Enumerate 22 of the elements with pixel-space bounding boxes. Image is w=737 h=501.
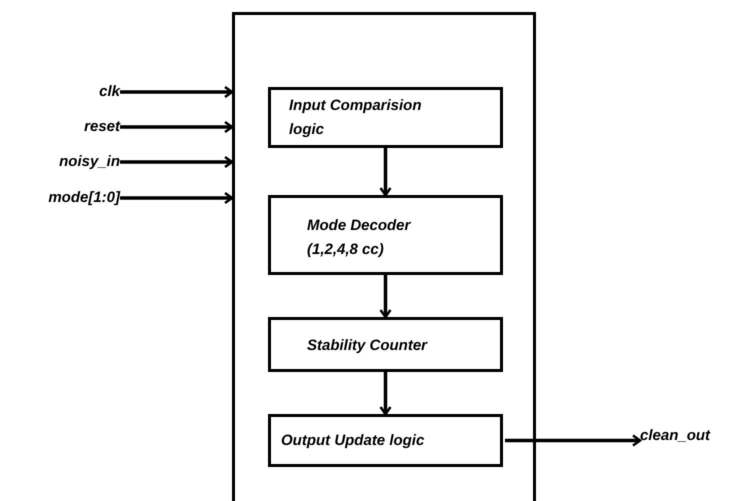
arrow [379, 275, 392, 318]
arrow [120, 156, 234, 168]
signal-label: noisy_in [58, 152, 120, 172]
process-box [268, 414, 503, 467]
signal-label: clean_out [640, 426, 712, 446]
arrow [120, 120, 234, 134]
arrow [379, 372, 392, 416]
process-box [268, 195, 503, 275]
block-label: Output Update logic [281, 431, 426, 451]
block-label: Stability Counter [307, 336, 429, 356]
block-label: Mode Decoder (1,2,4,8 cc) [307, 216, 412, 260]
arrow [505, 434, 642, 447]
process-box [268, 87, 503, 148]
process-box [268, 317, 503, 372]
signal-label: mode[1:0] [47, 188, 120, 208]
block-label: Input Comparision logic [289, 96, 422, 140]
arrow [120, 86, 234, 98]
arrow [379, 148, 392, 196]
signal-label: reset [83, 117, 120, 137]
arrow [120, 192, 234, 204]
signal-label: clk [98, 82, 120, 102]
module-box [232, 12, 536, 501]
